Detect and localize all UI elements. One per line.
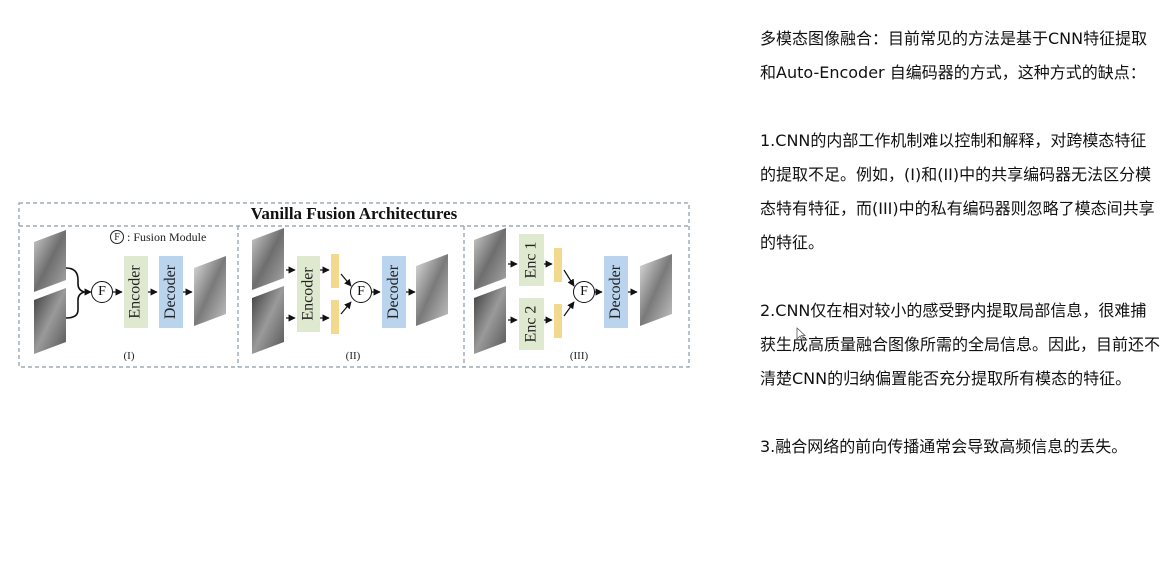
notes-text-column: 多模态图像融合：目前常见的方法是基于CNN特征提取和Auto-Encoder 自… — [760, 22, 1160, 498]
private-encoder1-block: Enc 1 — [519, 234, 544, 286]
shared-encoder-block-panel2: Encoder — [297, 256, 320, 332]
notes-point-1: 1.CNN的内部工作机制难以控制和解释，对跨模态特征的提取不足。例如，(I)和(… — [760, 131, 1155, 252]
panel-label-3: (III) — [569, 350, 589, 362]
figure-title: Vanilla Fusion Architectures — [250, 204, 458, 223]
decoder-block-panel3: Decoder — [604, 256, 628, 328]
notes-point-3: 3.融合网络的前向传播通常会导致高频信息的丢失。 — [760, 437, 1128, 456]
fusion-architecture-figure: Vanilla Fusion Architectures F : Fusion … — [18, 202, 690, 368]
enc2-label: Enc 2 — [522, 305, 540, 343]
panel-label-1: (I) — [123, 350, 135, 362]
decoder-label: Decoder — [385, 264, 402, 320]
decoder-block-panel1: Decoder — [159, 256, 183, 328]
decoder-block-panel2: Decoder — [382, 256, 406, 328]
fusion-node-panel2: F — [350, 281, 372, 303]
legend-text: : Fusion Module — [127, 230, 207, 244]
fusion-module-legend: F : Fusion Module — [110, 228, 206, 246]
panel-label-2: (II) — [345, 350, 361, 362]
private-encoder2-block: Enc 2 — [519, 298, 544, 350]
fusion-node-panel3: F — [573, 281, 595, 303]
encoder-block-panel1: Encoder — [124, 256, 148, 328]
notes-intro: 多模态图像融合：目前常见的方法是基于CNN特征提取和Auto-Encoder 自… — [760, 29, 1148, 82]
enc1-label: Enc 1 — [522, 241, 540, 279]
mouse-cursor-icon — [796, 327, 806, 341]
notes-point-2: 2.CNN仅在相对较小的感受野内提取局部信息，很难捕获生成高质量融合图像所需的全… — [760, 301, 1161, 388]
decoder-label: Decoder — [607, 264, 624, 320]
encoder-label: Encoder — [299, 267, 317, 321]
fusion-node-panel1: F — [91, 281, 113, 303]
encoder-label: Encoder — [127, 265, 144, 319]
decoder-label: Decoder — [162, 264, 179, 320]
figure-frame — [18, 202, 690, 368]
fusion-symbol-icon: F — [110, 230, 124, 244]
